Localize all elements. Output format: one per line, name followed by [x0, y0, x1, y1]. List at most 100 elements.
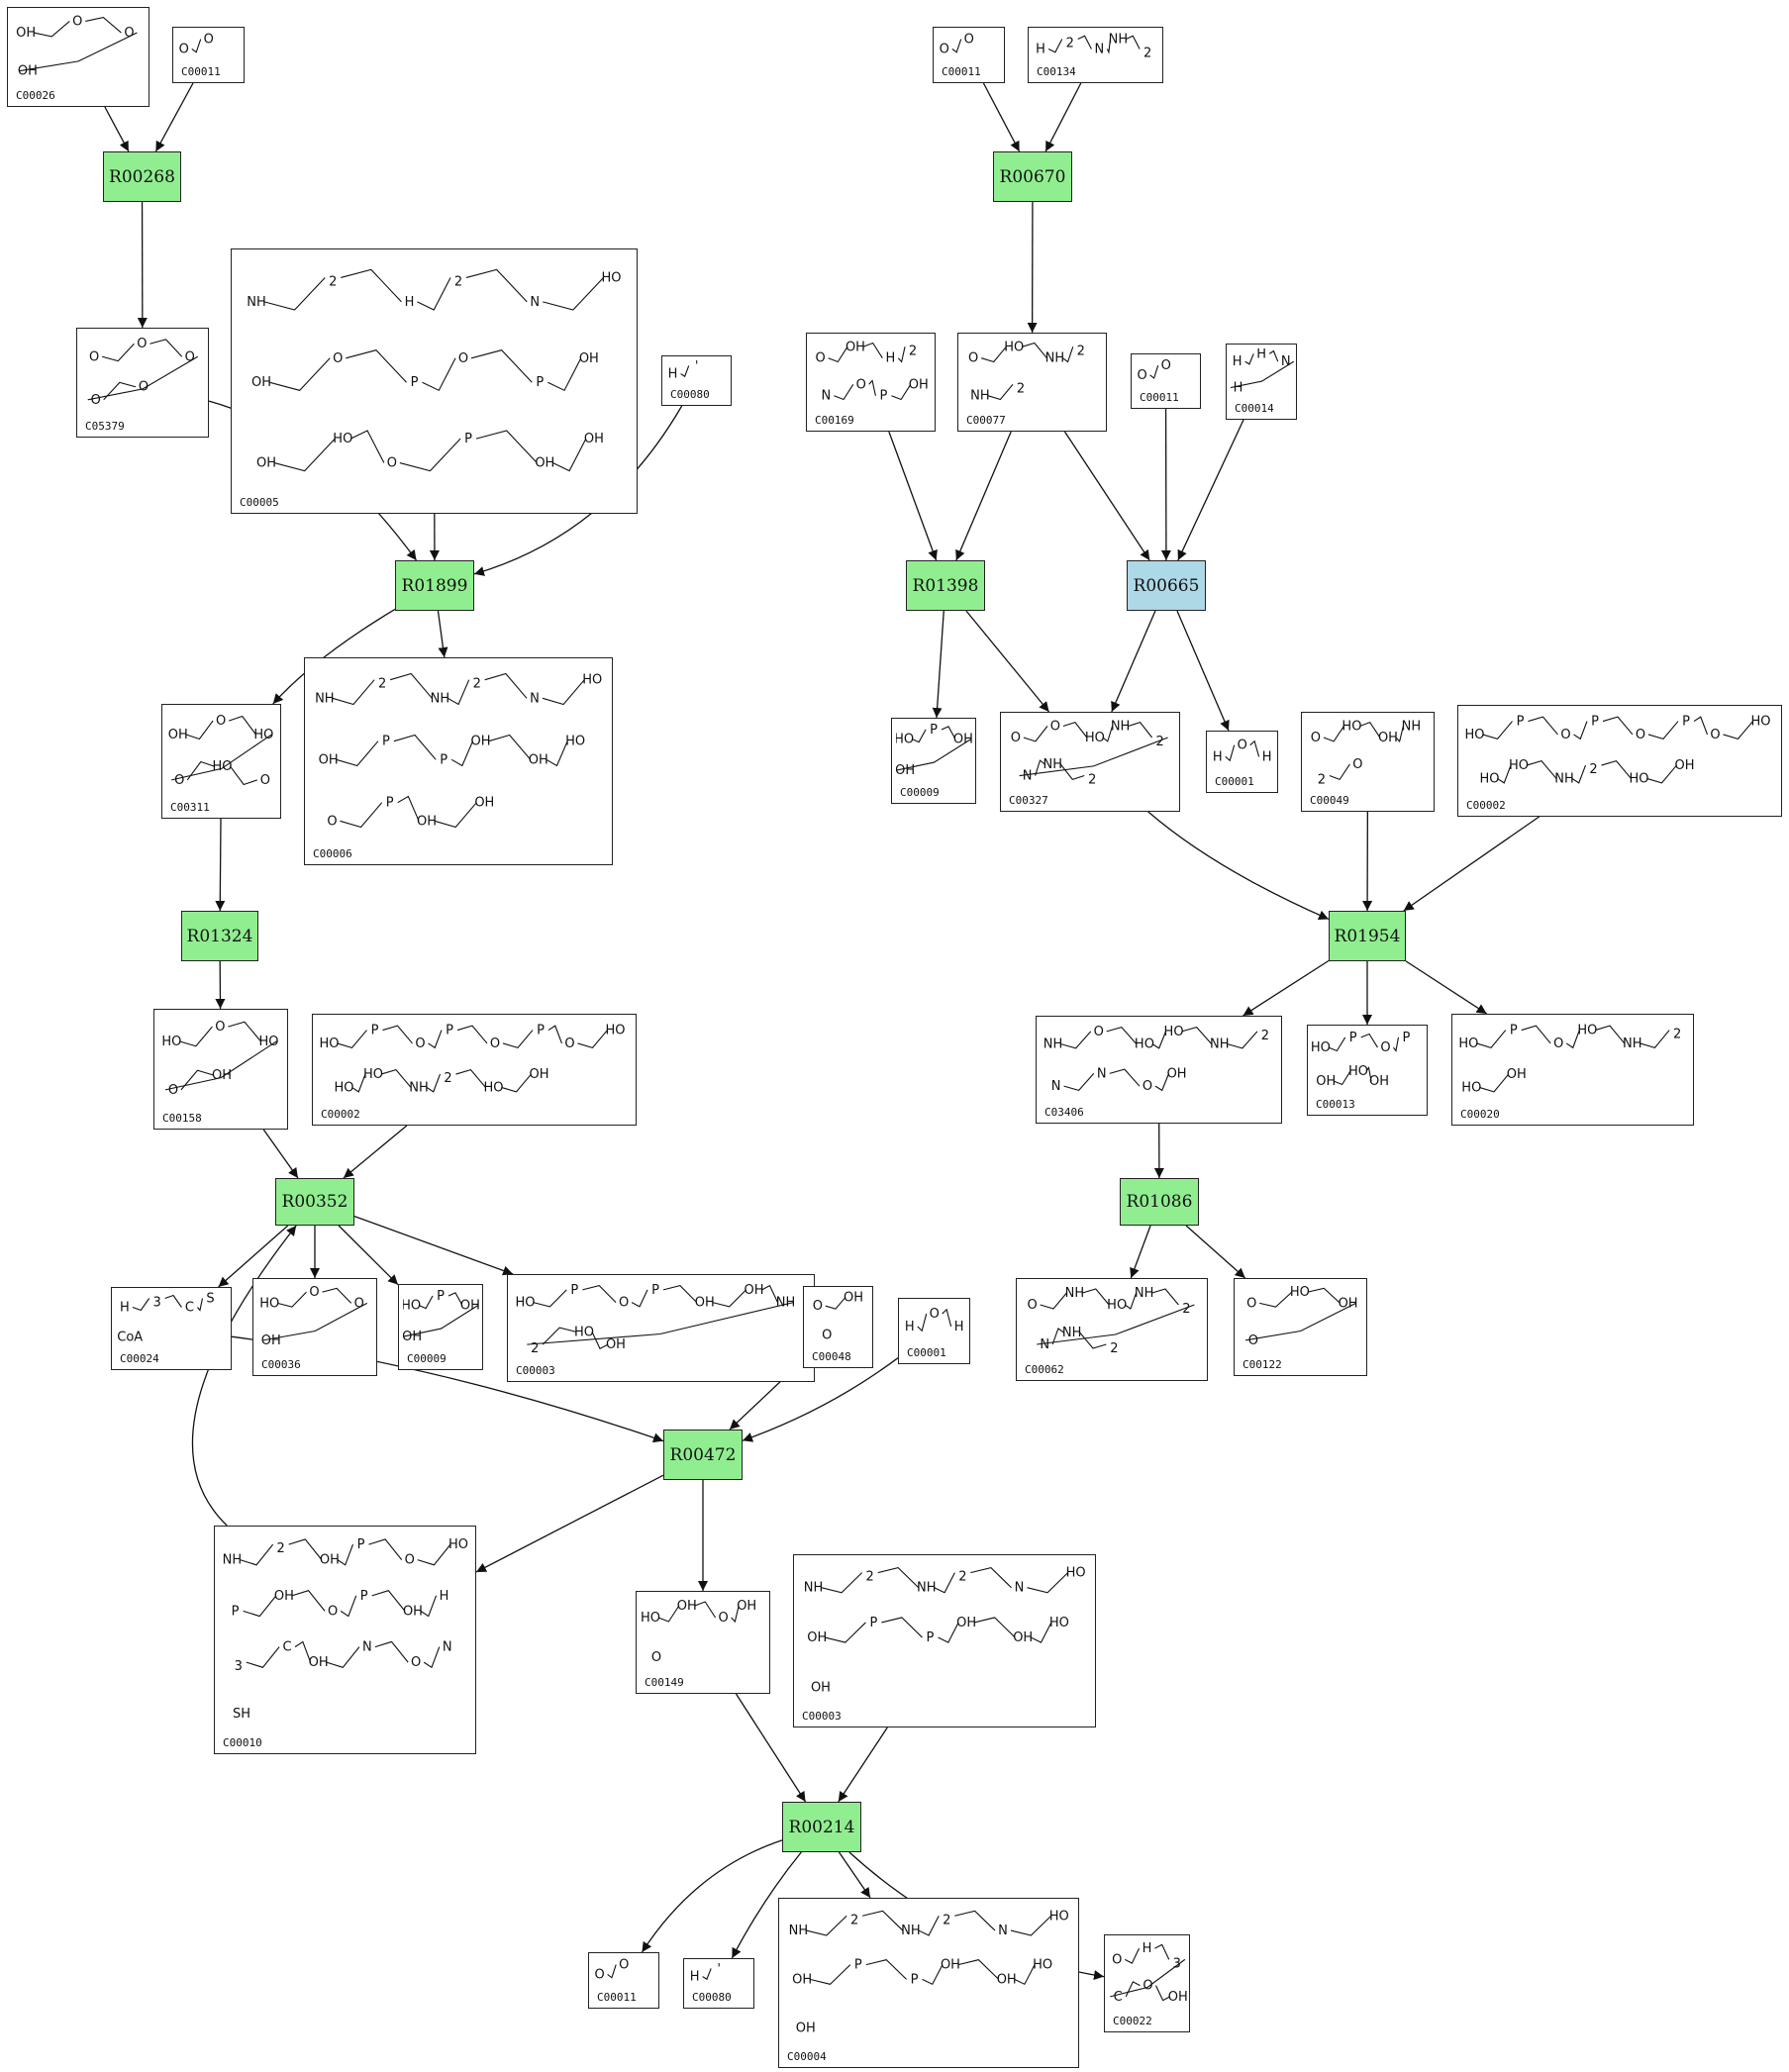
compound-node-c00080[interactable]: H+C00080	[683, 1955, 754, 2009]
reaction-node-r01954[interactable]: R01954	[1329, 911, 1406, 961]
compound-id: C00024	[120, 1352, 159, 1365]
bond-line	[922, 1964, 944, 1986]
edge-r01954-to-b_c00020	[1405, 960, 1488, 1015]
reaction-node-r00268[interactable]: R00268	[103, 151, 181, 202]
bond-line	[896, 739, 972, 771]
reaction-node-r00352[interactable]: R00352	[275, 1178, 354, 1226]
bond-line	[191, 39, 202, 53]
atom-label: P	[1591, 715, 1599, 730]
atom-label: 2	[850, 1913, 858, 1927]
reaction-node-r00472[interactable]: R00472	[663, 1430, 743, 1480]
atom-label: NH	[247, 295, 266, 310]
atom-label: P	[232, 1604, 240, 1619]
compound-id: C00006	[313, 847, 352, 860]
compound-id: C00003	[516, 1364, 555, 1377]
reaction-node-r00670[interactable]: R00670	[993, 151, 1072, 202]
bond-line	[186, 760, 215, 781]
bond-line	[393, 734, 437, 760]
bond-line	[1323, 726, 1344, 742]
reaction-node-r00665[interactable]: R00665	[1127, 560, 1206, 611]
atom-label: OH	[695, 1296, 715, 1311]
atom-label: HO	[1312, 1040, 1331, 1055]
bond-line	[1010, 1915, 1052, 1936]
atom-label: H	[1234, 381, 1243, 396]
atom-label: 2	[454, 274, 462, 289]
bond-line	[426, 1073, 442, 1093]
reaction-node-r01398[interactable]: R01398	[906, 560, 985, 611]
atom-label: HO	[605, 1024, 625, 1038]
compound-node-c00080[interactable]: H+C00080	[661, 352, 732, 406]
atom-label: OH	[320, 1553, 340, 1568]
atom-label: O	[328, 1604, 338, 1619]
reaction-node-r01086[interactable]: R01086	[1120, 1178, 1199, 1226]
bond-line	[1365, 1066, 1372, 1082]
bond-line	[197, 1298, 204, 1312]
bond-line	[19, 32, 138, 72]
bond-line	[273, 438, 336, 472]
reaction-node-r01324[interactable]: R01324	[181, 911, 258, 961]
bond-line	[322, 1287, 352, 1304]
atom-label: OH	[1167, 1066, 1187, 1081]
structure-drawing: OO	[179, 33, 214, 57]
atom-label: P	[440, 752, 447, 767]
atom-label: HO	[403, 1298, 421, 1313]
bond-line	[470, 349, 533, 383]
atom-label: OH	[403, 1330, 422, 1344]
atom-label: HO	[1107, 1298, 1127, 1313]
reaction-node-r00214[interactable]: R00214	[782, 1802, 861, 1852]
edge-r00472-to-a_c00010	[475, 1474, 664, 1573]
bond-line	[103, 381, 137, 401]
compound-id: C00327	[1009, 794, 1048, 807]
edge-r01398-to-b_c00009	[932, 610, 944, 719]
atom-label: P	[1517, 715, 1525, 730]
bond-line	[246, 1646, 280, 1668]
bond-line	[547, 1025, 563, 1044]
atom-label: 2	[1110, 1341, 1118, 1356]
atom-label: NH	[315, 691, 335, 706]
reaction-node-r01899[interactable]: R01899	[395, 560, 474, 611]
atom-label: 2	[1318, 773, 1326, 788]
